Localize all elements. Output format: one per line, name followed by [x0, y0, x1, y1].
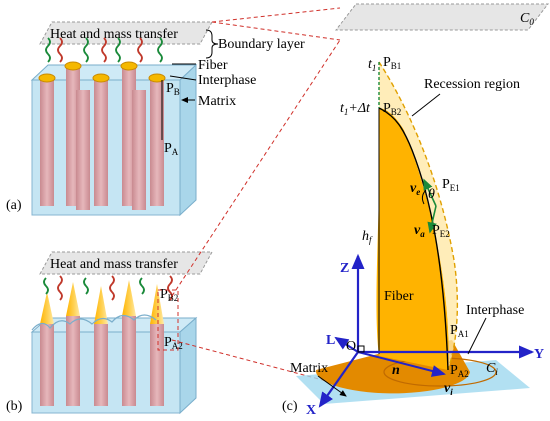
- pe1-label: PE1: [442, 177, 460, 193]
- recession-leader: [411, 93, 441, 117]
- fiber-rod: [66, 316, 80, 406]
- heat-transfer-plane-b: [39, 251, 213, 275]
- fiber-cone: [40, 292, 54, 324]
- fiber-label-a: Fiber: [198, 58, 228, 73]
- boundary-layer-label: Boundary layer: [218, 37, 305, 52]
- va-vector: [427, 205, 437, 234]
- interphase-ring: [148, 73, 166, 83]
- heat-transfer-plane-a: [39, 21, 213, 45]
- fiber-label-c: Fiber: [384, 289, 414, 304]
- fiber-rod: [94, 78, 108, 206]
- fiber-rod: [150, 78, 164, 206]
- l-axis: [334, 336, 359, 353]
- recession-label: Recession region: [424, 77, 520, 92]
- pe2-label: PE2: [432, 223, 450, 239]
- pa2-label-b: PA2: [164, 335, 183, 351]
- ci-label: Ci: [486, 361, 498, 377]
- right-angle-mark: [357, 345, 365, 353]
- fibers-b: [40, 280, 164, 406]
- theta-arc: [421, 189, 427, 205]
- pb1-label: PB1: [383, 55, 401, 71]
- pa-label-a: PA: [164, 141, 179, 157]
- fiber-surface: [378, 107, 449, 371]
- ve-vector: [423, 178, 437, 207]
- heat-transfer-label-b: Heat and mass transfer: [50, 257, 178, 272]
- heat-transfer-label-a: Heat and mass transfer: [50, 27, 178, 42]
- x-axis-label: X: [306, 403, 316, 418]
- matrix-label-a: Matrix: [198, 94, 236, 109]
- ve-label: ve: [410, 181, 420, 197]
- boundary-brace: [205, 29, 219, 59]
- fiber-rod: [94, 324, 108, 406]
- fibers-a: [38, 61, 166, 210]
- panel-tag-a: (a): [6, 198, 22, 213]
- vi-label: vi: [444, 381, 453, 397]
- fiber-cone: [150, 284, 164, 324]
- c0-label: C0: [520, 11, 534, 27]
- n-label: n: [392, 363, 400, 378]
- interphase-ring: [120, 61, 138, 71]
- fiber-cone: [122, 280, 136, 316]
- y-axis-label: Y: [534, 347, 544, 362]
- recession-region: [379, 62, 458, 370]
- matrix-label-c: Matrix: [290, 361, 328, 376]
- panel-tag-b: (b): [6, 399, 23, 414]
- z-axis-label: Z: [340, 261, 349, 276]
- interphase-ring: [92, 73, 110, 83]
- heat-waves-b: [43, 275, 173, 301]
- panel-a: Heat and mass transfer Boundary layer: [6, 21, 305, 217]
- va-label: va: [414, 223, 425, 239]
- fiber-rod: [76, 90, 90, 210]
- fiber-rod: [40, 78, 54, 206]
- t1dt-label: t1+Δt: [340, 101, 371, 117]
- fiber-rod: [150, 324, 164, 406]
- fiber-cone: [94, 286, 108, 324]
- n-vector: [357, 351, 446, 377]
- t1-label: t1: [368, 57, 376, 73]
- heat-waves-a: [45, 37, 163, 63]
- interphase-leader: [169, 75, 197, 81]
- matrix-surface-b: [31, 314, 157, 331]
- interphase-ring: [38, 73, 56, 83]
- interphase-label-a: Interphase: [198, 73, 256, 88]
- x-axis: [318, 351, 359, 408]
- interphase-ring: [64, 61, 82, 71]
- zoom-guides: [157, 7, 341, 383]
- interphase-label-c: Interphase: [466, 303, 524, 318]
- pb2-label-b: PB2: [160, 287, 178, 303]
- theta-label: θ: [428, 187, 435, 202]
- interphase-leader-c: [467, 317, 487, 355]
- matrix-box-side-a: [179, 63, 197, 217]
- fiber-rod: [40, 324, 54, 406]
- fiber-rod: [122, 316, 136, 406]
- matrix-box-side-b: [179, 316, 197, 415]
- l-axis-label: L: [326, 333, 335, 348]
- recession-boundary: [378, 61, 459, 371]
- hf-label: hf: [362, 229, 373, 245]
- pb2-label-c: PB2: [383, 101, 401, 117]
- origin-label: O: [346, 339, 356, 354]
- fiber-rod: [132, 90, 146, 210]
- matrix-leader-c: [317, 375, 347, 397]
- panel-tag-c: (c): [282, 399, 298, 414]
- matrix-box-top-a: [30, 64, 198, 81]
- pa1-label: PA1: [450, 323, 469, 339]
- c0-plane: [334, 3, 550, 31]
- pb-label-a: PB: [166, 81, 180, 97]
- panel-c: C0 t1 PB1 t1+Δt: [282, 3, 550, 418]
- fiber-cone-c: [376, 108, 449, 370]
- pa2-label-c: PA2: [450, 363, 469, 379]
- panel-b: Heat and mass transfer: [6, 251, 213, 415]
- fiber-cone: [66, 282, 80, 316]
